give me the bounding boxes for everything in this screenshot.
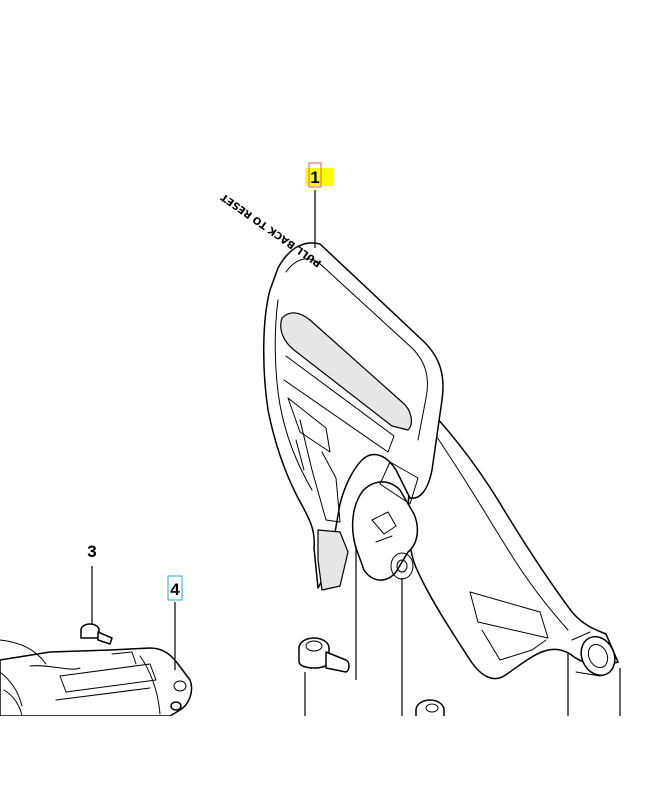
part-3-screw — [80, 623, 113, 645]
callout-4[interactable]: 4 — [167, 575, 183, 601]
callout-3-label: 3 — [87, 542, 96, 561]
callout-4-box — [167, 575, 183, 601]
callout-3[interactable]: 3 — [87, 542, 96, 561]
callout-1-box — [308, 162, 322, 188]
emboss-label: PULL BACK TO RESET — [219, 191, 324, 269]
embossed-text: PULL BACK TO RESET — [219, 191, 324, 269]
screw-part — [298, 637, 350, 673]
callout-4-label: 4 — [170, 580, 180, 599]
part-1-hand-guard — [263, 242, 619, 680]
callout-1-highlight — [305, 168, 333, 186]
leader-lines — [91, 190, 621, 716]
callout-1-label: 1 — [310, 168, 319, 187]
callout-1[interactable]: 1 — [305, 162, 333, 188]
crop-mask — [0, 716, 652, 800]
part-4-bracket — [0, 639, 193, 717]
